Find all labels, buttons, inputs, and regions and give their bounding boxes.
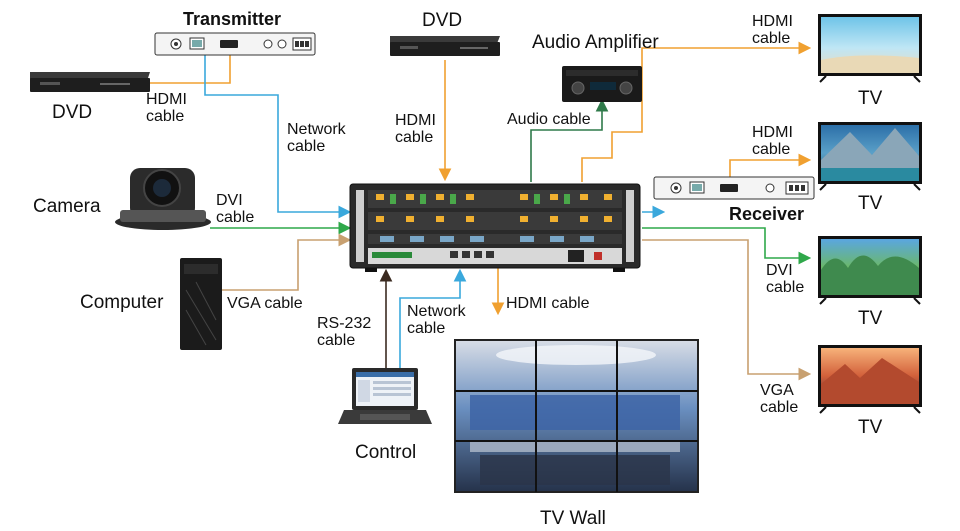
tv-wall-label: TV Wall xyxy=(540,508,606,529)
tv-2-label: TV xyxy=(858,193,883,214)
matrix-switcher xyxy=(349,183,641,272)
hdmi-cable-dvd-to-transmitter xyxy=(150,55,231,84)
network-cable-label-left-1: Network xyxy=(287,121,347,138)
tv-1 xyxy=(818,14,922,83)
dvi-cable-label-left-1: DVI xyxy=(216,192,243,209)
control-label: Control xyxy=(355,442,416,463)
control-laptop xyxy=(338,368,432,424)
network-cable-control-to-matrix xyxy=(399,268,467,368)
hdmi-cable-label-top-1: HDMI xyxy=(395,112,436,129)
vga-cable-label-left: VGA cable xyxy=(227,295,303,312)
dvd-player-top xyxy=(390,36,500,56)
tv-3-label: TV xyxy=(858,308,883,329)
computer-label: Computer xyxy=(80,292,164,313)
audio-cable-matrix-to-amplifier xyxy=(530,98,609,182)
hdmi-cable-label-tv2-1: HDMI xyxy=(752,124,793,141)
vga-cable-matrix-to-tv4 xyxy=(642,239,812,381)
network-cable-transmitter-to-matrix xyxy=(204,55,352,219)
tv-2 xyxy=(818,122,922,191)
network-cable-label-bottom-2: cable xyxy=(407,320,445,337)
receiver-label: Receiver xyxy=(729,204,804,224)
vga-cable-label-right-2: cable xyxy=(760,399,798,416)
dvi-cable-matrix-to-tv3 xyxy=(642,227,812,265)
rs232-cable-label-1: RS-232 xyxy=(317,315,371,332)
tv-wall xyxy=(454,339,699,493)
hdmi-cable-label-left-1: HDMI xyxy=(146,91,187,108)
hdmi-cable-label-left-2: cable xyxy=(146,108,184,125)
transmitter-label: Transmitter xyxy=(183,9,281,29)
tv-3 xyxy=(818,236,922,305)
hdmi-cable-label-tv1-2: cable xyxy=(752,30,790,47)
tv-1-label: TV xyxy=(858,88,883,109)
transmitter-device xyxy=(154,32,316,56)
audio-amplifier-device xyxy=(562,66,642,102)
hdmi-cable-matrix-to-tv1 xyxy=(581,41,812,182)
audio-amplifier-label: Audio Amplifier xyxy=(532,32,659,53)
dvd-left-label: DVD xyxy=(52,102,92,123)
audio-cable-label: Audio cable xyxy=(507,111,591,128)
vga-cable-label-right-1: VGA xyxy=(760,382,794,399)
hdmi-cable-label-top-2: cable xyxy=(395,129,433,146)
computer-tower xyxy=(180,258,222,350)
dvi-cable-label-left-2: cable xyxy=(216,209,254,226)
tv-4-label: TV xyxy=(858,417,883,438)
dvd-player-left xyxy=(30,72,150,92)
cables xyxy=(150,41,812,381)
network-cable-label-left-2: cable xyxy=(287,138,325,155)
rs232-cable-label-2: cable xyxy=(317,332,355,349)
network-cable-label-bottom-1: Network xyxy=(407,303,467,320)
hdmi-cable-label-tv1-1: HDMI xyxy=(752,13,793,30)
receiver-device xyxy=(653,176,815,200)
camera-device xyxy=(115,168,211,230)
hdmi-cable-label-bottom: HDMI cable xyxy=(506,295,590,312)
dvd-top-label: DVD xyxy=(422,10,462,31)
tv-4 xyxy=(818,345,922,414)
hdmi-cable-label-tv2-2: cable xyxy=(752,141,790,158)
dvi-cable-label-right-1: DVI xyxy=(766,262,793,279)
camera-label: Camera xyxy=(33,196,101,217)
hdmi-cable-receiver-to-tv2 xyxy=(729,153,812,178)
dvi-cable-label-right-2: cable xyxy=(766,279,804,296)
vga-cable-computer-to-matrix xyxy=(222,233,352,291)
